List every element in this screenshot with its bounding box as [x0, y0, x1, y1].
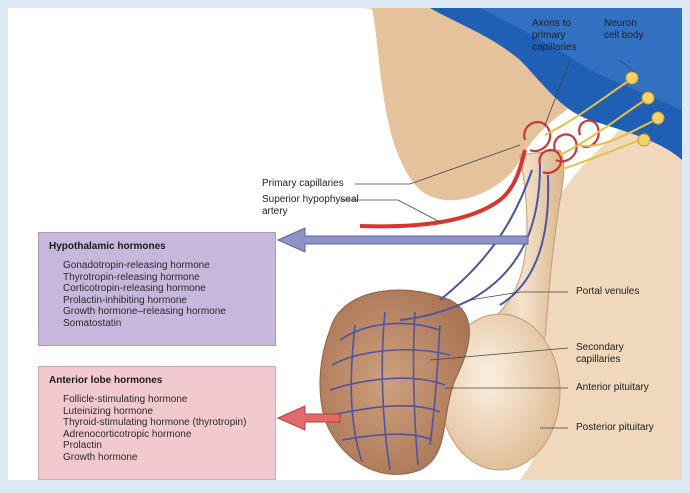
posterior-pituitary-label: Posterior pituitary [576, 422, 654, 433]
list-item: Somatostatin [63, 317, 122, 329]
list-item: Adrenocorticotropic hormone [63, 428, 192, 440]
anterior-lobe-hormones-list: Follicle-stimulating hormone Luteinizing… [49, 394, 265, 463]
list-item: Growth hormone–releasing hormone [63, 306, 226, 317]
list-item: Follicle-stimulating hormone [63, 394, 188, 405]
secondary-capillaries [329, 311, 451, 471]
hypothalamus-tissue [360, 8, 682, 480]
hypothalamic-hormones-title: Hypothalamic hormones [49, 241, 166, 252]
axons-label: Axons to primary capillaries [532, 18, 577, 53]
list-item: Prolactin-inhibiting hormone [63, 294, 187, 306]
list-item: Corticotropin-releasing hormone [63, 283, 206, 294]
secondary-capillaries-label: Secondary capillaries [576, 342, 624, 365]
list-item: Luteinizing hormone [63, 405, 154, 417]
primary-capillaries-label: Primary capillaries [262, 178, 344, 189]
axons [544, 79, 656, 171]
superior-artery-label: Superior hypophyseal artery [262, 194, 359, 217]
list-item: Growth hormone [63, 451, 138, 463]
ventricle-highlight [480, 8, 682, 110]
list-item: Thyrotropin-releasing hormone [63, 271, 200, 283]
anterior-lobe-hormones-title: Anterior lobe hormones [49, 375, 163, 386]
neuron-label: Neuron cell body [604, 18, 644, 41]
anterior-pituitary-label: Anterior pituitary [576, 382, 649, 393]
leader-lines [340, 59, 635, 429]
superior-hypophyseal-artery [359, 149, 527, 229]
anterior-arrow [276, 405, 341, 431]
portal-venules-label: Portal venules [576, 286, 640, 297]
hypothalamic-arrow [276, 227, 529, 253]
anterior-lobe-hormones-box: Anterior lobe hormones Follicle-stimulat… [38, 366, 276, 480]
hypothalamic-hormones-list: Gonadotropin-releasing hormone Thyrotrop… [49, 260, 265, 329]
hypothalamic-hormones-box: Hypothalamic hormones Gonadotropin-relea… [38, 232, 276, 346]
list-item: Prolactin [63, 440, 102, 451]
neuron-cell-bodies [625, 71, 665, 147]
list-item: Gonadotropin-releasing hormone [63, 260, 210, 271]
list-item: Thyroid-stimulating hormone (thyrotropin… [63, 417, 247, 428]
